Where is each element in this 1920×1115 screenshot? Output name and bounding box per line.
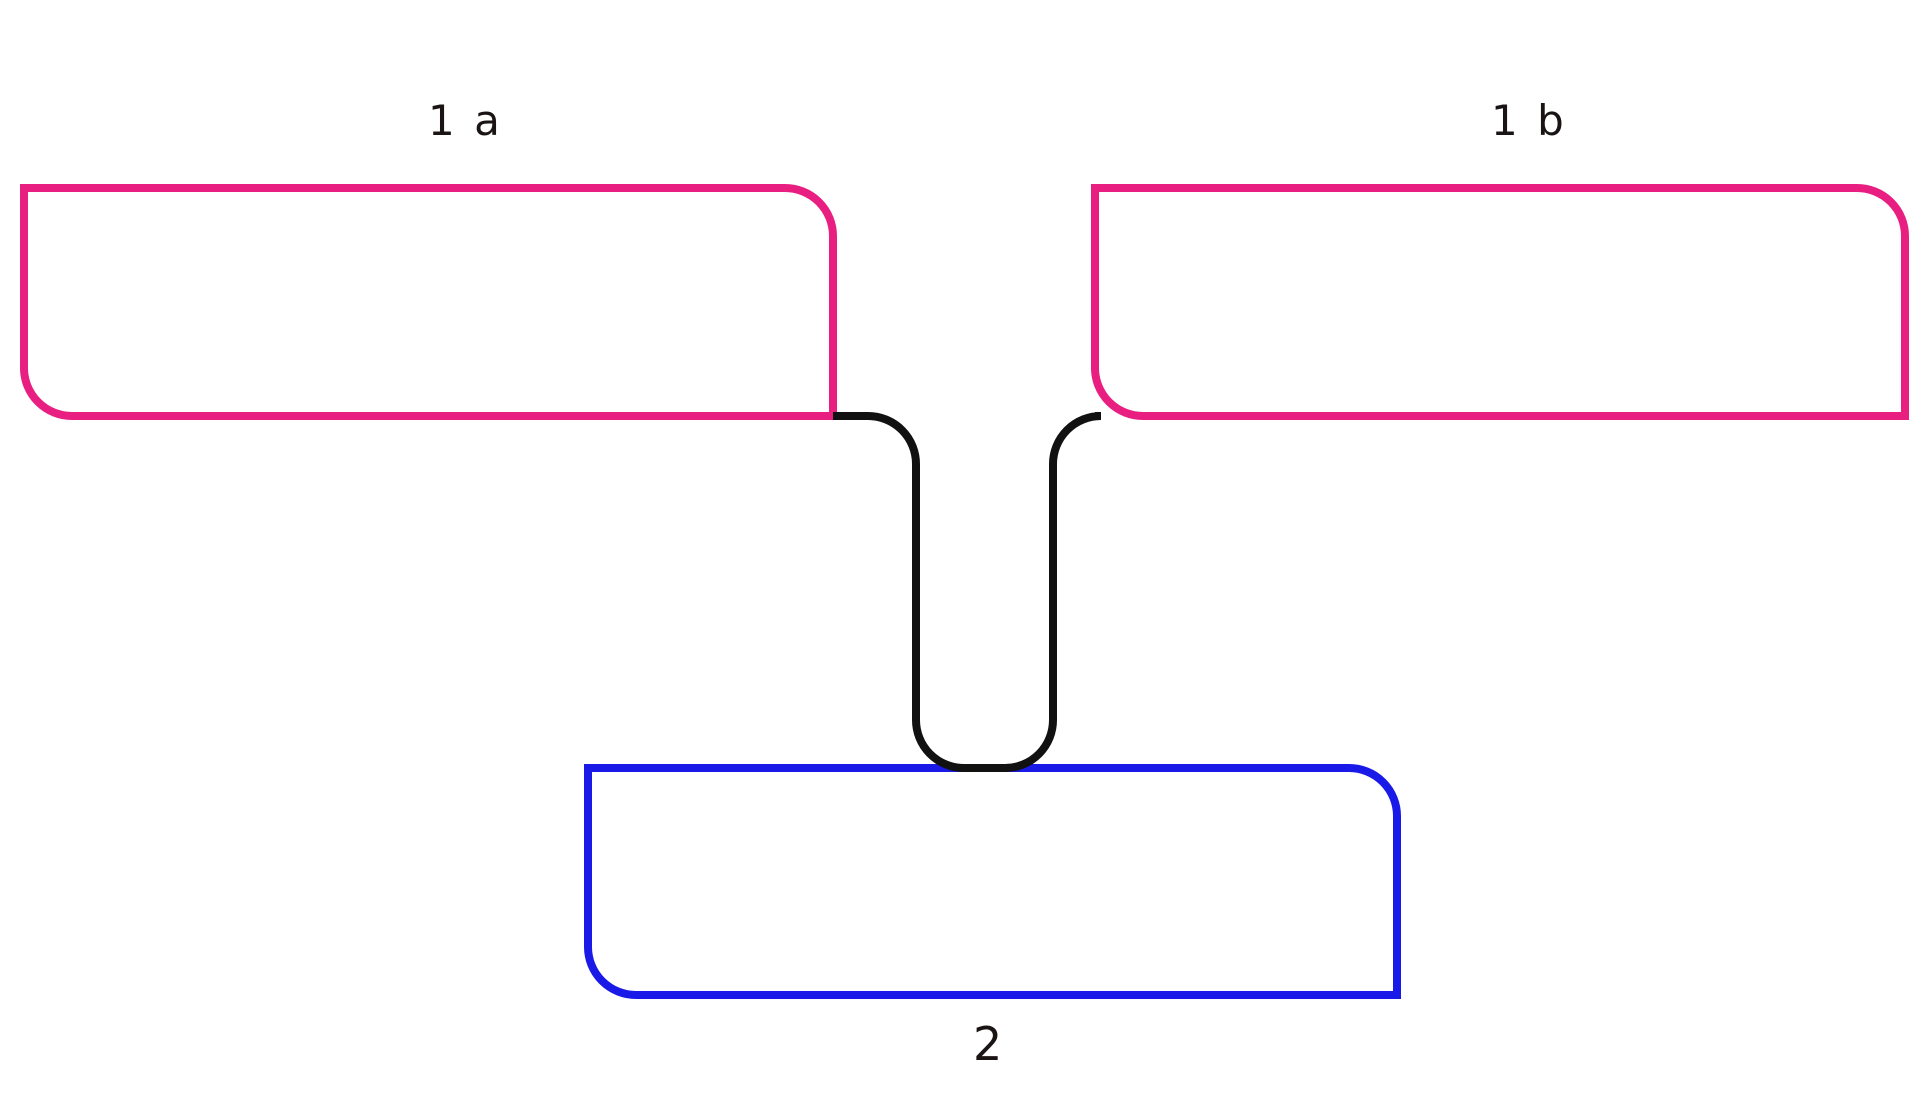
conclusion-2-box[interactable] — [584, 764, 1401, 999]
conclusion-label: 2 — [973, 1017, 1003, 1071]
premise-b-box[interactable] — [1091, 184, 1909, 420]
premise-a-label: 1 a — [428, 96, 503, 145]
merge-connector-path[interactable] — [833, 412, 1102, 772]
premise-a-box[interactable] — [20, 184, 837, 420]
premise-b-label: 1 b — [1491, 96, 1567, 145]
